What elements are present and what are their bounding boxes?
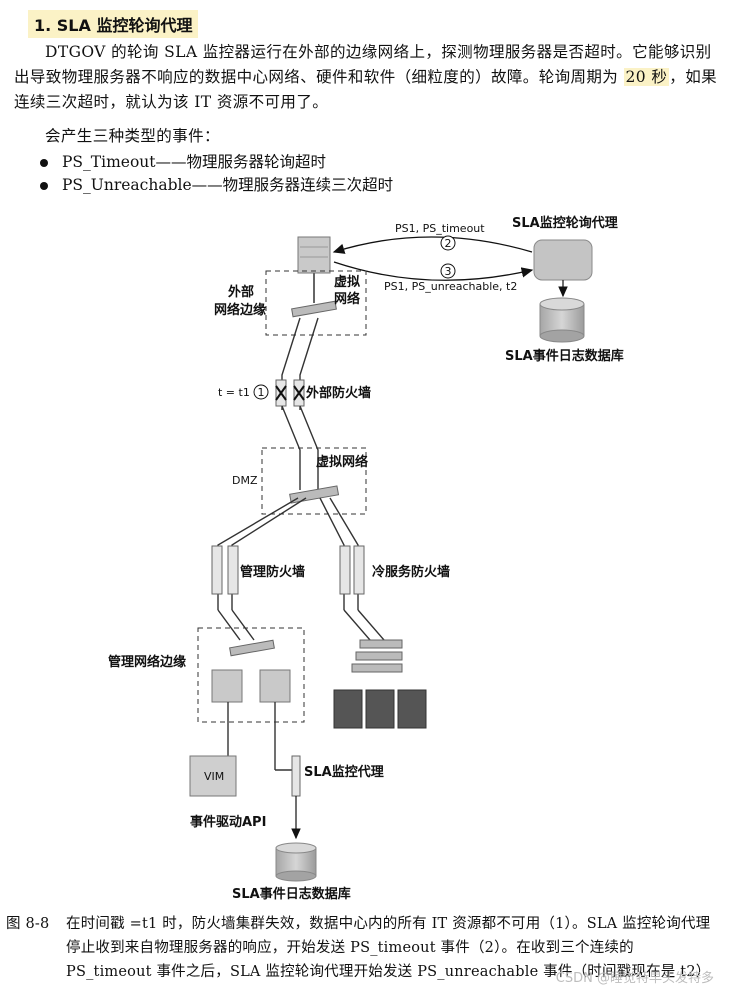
dmz-switch-icon bbox=[289, 485, 340, 504]
event-unreachable: PS_Unreachable——物理服务器连续三次超时 bbox=[62, 176, 394, 194]
step-1-marker bbox=[253, 384, 269, 400]
events-intro: 会产生三种类型的事件： bbox=[45, 127, 220, 145]
figure-diagram: SLA监控轮询代理 PS1, PS_timeout 2 3 PS1, PS_un… bbox=[0, 200, 730, 905]
external-edge-label-1: 外部 bbox=[227, 284, 254, 300]
vim-label: VIM bbox=[204, 770, 224, 783]
dmz-region bbox=[261, 447, 367, 515]
virtual-network-top-label-1: 虚拟 bbox=[334, 274, 360, 290]
dmz-label: DMZ bbox=[232, 474, 258, 487]
step-2-number: 2 bbox=[445, 237, 452, 250]
event-timeout: PS_Timeout——物理服务器轮询超时 bbox=[62, 153, 327, 171]
physical-server-icon bbox=[297, 236, 331, 274]
vim-icon bbox=[189, 755, 237, 797]
cold-switch-icon bbox=[351, 639, 403, 673]
mgmt-firewall-icon bbox=[211, 545, 239, 595]
caption-text: 在时间戳 =t1 时，防火墙集群失效，数据中心内的所有 IT 资源都不可用（1）… bbox=[66, 916, 711, 980]
bullet-icon bbox=[40, 181, 48, 190]
mgmt-firewall-label: 管理防火墙 bbox=[240, 564, 305, 580]
sla-polling-agent-icon bbox=[533, 239, 593, 281]
timeout-event-label: PS1, PS_timeout bbox=[395, 222, 485, 235]
section-title: 1. SLA 监控轮询代理 bbox=[28, 10, 199, 38]
sla-monitor-agent-label: SLA监控代理 bbox=[304, 764, 384, 780]
db-bottom-label: SLA事件日志数据库 bbox=[232, 886, 351, 902]
step-3-number: 3 bbox=[445, 265, 452, 278]
cropped-previous-line bbox=[0, 0, 730, 4]
cold-firewall-icon bbox=[339, 545, 365, 595]
event-api-label: 事件驱动API bbox=[190, 814, 266, 830]
dmz-cable bbox=[281, 405, 319, 490]
virtual-network-top-label-2: 网络 bbox=[334, 291, 360, 307]
sla-polling-agent-label: SLA监控轮询代理 bbox=[512, 215, 618, 231]
list-item: PS_Unreachable——物理服务器连续三次超时 bbox=[40, 174, 393, 197]
unreachable-event-label: PS1, PS_unreachable, t2 bbox=[384, 280, 517, 293]
cold-edge-cable bbox=[343, 609, 385, 641]
external-firewall-label: 外部防火墙 bbox=[305, 385, 371, 401]
watermark: CSDN @睡觉特早头发特多 bbox=[555, 971, 714, 986]
sla-monitor-agent-icon bbox=[291, 755, 301, 797]
mgmt-edge-label: 管理网络边缘 bbox=[108, 654, 186, 670]
external-edge-region bbox=[265, 270, 367, 336]
time-label: t = t1 bbox=[218, 386, 250, 399]
step-2-marker bbox=[440, 235, 456, 251]
unreachable-arrow bbox=[333, 261, 534, 281]
mgmt-edge-cable bbox=[217, 609, 255, 641]
external-edge-label-2: 网络边缘 bbox=[214, 302, 266, 318]
virtual-switch-icon bbox=[291, 300, 337, 318]
step-1-number: 1 bbox=[258, 386, 265, 399]
figure-caption: 图 8-8 在时间戳 =t1 时，防火墙集群失效，数据中心内的所有 IT 资源都… bbox=[6, 912, 722, 984]
list-item: PS_Timeout——物理服务器轮询超时 bbox=[40, 151, 393, 174]
body-paragraph: DTGOV 的轮询 SLA 监控器运行在外部的边缘网络上，探测物理服务器是否超时… bbox=[14, 40, 720, 115]
poll-period: 20 秒 bbox=[623, 68, 670, 86]
virtual-network-label: 虚拟网络 bbox=[316, 454, 368, 470]
mgmt-server-icon bbox=[211, 669, 291, 703]
cold-cable bbox=[319, 497, 359, 610]
bullet-icon bbox=[40, 158, 48, 167]
external-firewall-icon bbox=[275, 379, 305, 407]
database-bottom-icon bbox=[275, 842, 317, 882]
database-icon bbox=[539, 297, 585, 343]
db-top-label: SLA事件日志数据库 bbox=[505, 348, 624, 364]
mgmt-edge-region bbox=[197, 627, 305, 723]
server-rack-icon bbox=[333, 689, 427, 729]
timeout-arrow bbox=[332, 236, 533, 254]
paragraph-part1: DTGOV 的轮询 SLA 监控器运行在外部的边缘网络上，探测物理服务器是否超时… bbox=[14, 43, 712, 86]
event-list: PS_Timeout——物理服务器轮询超时 PS_Unreachable——物理… bbox=[40, 151, 393, 197]
step-3-marker bbox=[440, 263, 456, 279]
figure-number: 图 8-8 bbox=[6, 916, 50, 932]
cold-firewall-label: 冷服务防火墙 bbox=[372, 564, 450, 580]
paragraph-part2: ，如果连续三次超时，就认为该 IT 资源不可用了。 bbox=[14, 68, 717, 111]
mgmt-switch-icon bbox=[229, 639, 275, 657]
